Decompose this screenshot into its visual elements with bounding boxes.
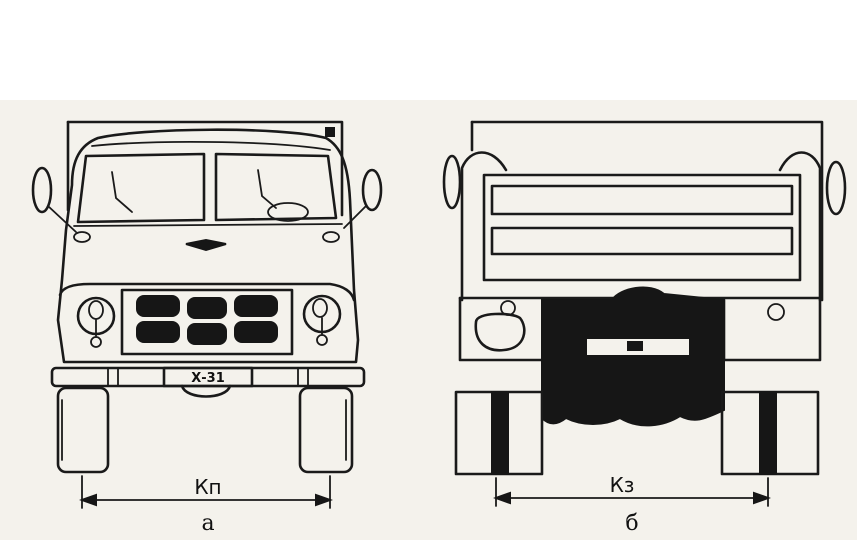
left-mirror-arm — [47, 205, 77, 233]
rear-left-cab-corner — [460, 151, 508, 302]
dimension-arrow-right — [753, 491, 771, 505]
grille-frame — [120, 288, 294, 356]
dimension-arrow-left — [79, 493, 97, 507]
panel-a-caption: а — [201, 511, 214, 536]
rear-left-light-top — [500, 300, 516, 316]
right-headlight — [302, 294, 342, 346]
right-windshield — [214, 152, 338, 222]
rear-frame-left — [458, 296, 546, 362]
rear-track-dimension — [493, 477, 771, 507]
left-windshield — [76, 152, 206, 224]
license-plate-text: Х-31 — [191, 371, 225, 386]
steering-wheel — [267, 202, 309, 222]
front-track-dimension — [79, 475, 333, 509]
rear-left-wheels — [454, 390, 544, 476]
tailgate — [482, 173, 802, 282]
license-plate — [162, 366, 254, 388]
truck-front-view: Х-31 Кп — [31, 120, 383, 509]
truck-rear-view: Кз — [442, 120, 847, 507]
grille-slots — [136, 295, 278, 345]
rear-right-mirror — [825, 160, 847, 216]
rear-left-light — [474, 312, 526, 352]
left-marker-lamp — [73, 231, 91, 243]
front-right-wheel — [298, 386, 354, 474]
right-marker-lamp — [322, 231, 340, 243]
right-wiper — [257, 169, 277, 209]
rear-track-label: Кз — [610, 473, 635, 497]
front-cargo-body-outline — [66, 120, 344, 217]
rear-left-mirror — [442, 154, 462, 210]
left-wiper — [111, 171, 133, 213]
left-mirror — [31, 166, 53, 214]
dimension-arrow-right — [315, 493, 333, 507]
rear-right-cab-corner — [778, 151, 822, 302]
rear-cab-outline — [470, 120, 824, 302]
rear-plate-lamp-dot — [627, 341, 643, 351]
front-track-label: Кп — [194, 475, 221, 499]
body-corner-mark — [325, 127, 335, 137]
tailgate-rib-upper — [490, 184, 794, 216]
rear-right-wheels — [720, 390, 820, 476]
cab-outline — [56, 128, 360, 364]
panel-b-caption: б — [625, 511, 638, 536]
front-left-wheel — [56, 386, 110, 474]
bumper-struts — [107, 367, 309, 387]
windshield-sill — [73, 223, 343, 227]
right-mirror-arm — [343, 205, 367, 229]
rear-right-light — [767, 303, 785, 321]
tow-hook — [180, 384, 232, 398]
tailgate-rib-lower — [490, 226, 794, 256]
right-mirror — [361, 168, 383, 212]
dimension-arrow-left — [493, 491, 511, 505]
grille-panel-top — [58, 282, 356, 302]
cab-roof-line — [91, 141, 331, 151]
hood-emblem — [185, 238, 227, 252]
left-headlight — [76, 296, 116, 348]
